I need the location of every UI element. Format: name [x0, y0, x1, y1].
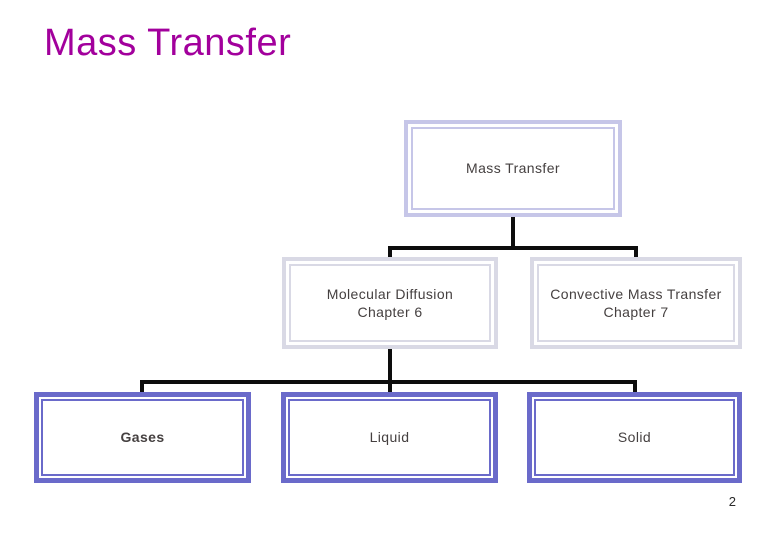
org-box-molecular-diffusion-line2: Chapter 6	[357, 304, 423, 320]
org-box-solid-label: Solid	[617, 429, 652, 446]
org-box-convective-mass-transfer: Convective Mass Transfer Chapter 7	[530, 257, 742, 349]
connector-level3-left-stub	[140, 382, 144, 393]
org-box-mass-transfer: Mass Transfer	[404, 120, 622, 217]
org-box-mass-transfer-label: Mass Transfer	[466, 160, 560, 177]
connector-diffusion-vertical	[388, 348, 392, 394]
org-box-gases-label: Gases	[120, 429, 165, 446]
connector-level2-left-stub	[388, 248, 392, 259]
connector-level2-right-stub	[634, 248, 638, 259]
connector-level2-horizontal	[388, 246, 638, 250]
org-box-molecular-diffusion-line1: Molecular Diffusion	[326, 285, 454, 302]
org-box-liquid: Liquid	[281, 392, 498, 483]
connector-level3-right-stub	[633, 382, 637, 393]
org-box-convective-mass-transfer-line2: Chapter 7	[603, 304, 669, 320]
org-box-solid: Solid	[527, 392, 742, 483]
org-box-liquid-label: Liquid	[369, 429, 410, 446]
org-box-molecular-diffusion: Molecular Diffusion Chapter 6	[282, 257, 498, 349]
slide-title: Mass Transfer	[44, 22, 292, 64]
org-box-convective-mass-transfer-line1: Convective Mass Transfer	[550, 285, 722, 302]
connector-level3-horizontal	[140, 380, 637, 384]
connector-root-vertical	[511, 217, 515, 248]
org-box-gases: Gases	[34, 392, 251, 483]
page-number: 2	[728, 494, 736, 509]
